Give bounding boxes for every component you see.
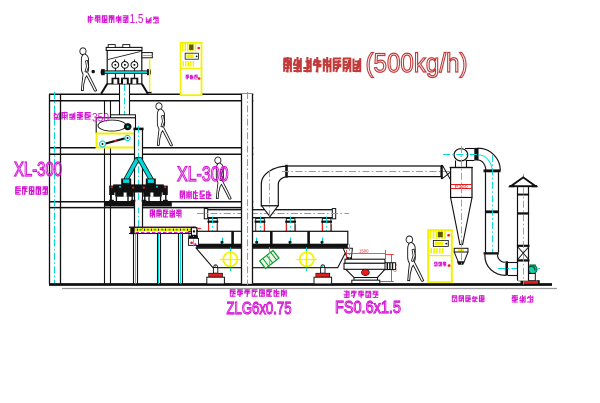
svg-text:XL-300: XL-300	[14, 159, 62, 181]
svg-text:(500kg/h): (500kg/h)	[366, 48, 468, 78]
svg-text:FS0.6x1.5: FS0.6x1.5	[335, 297, 401, 317]
svg-text:1500: 1500	[359, 249, 369, 254]
svg-text:1.5: 1.5	[130, 12, 144, 26]
svg-text:ZLG6x0.75: ZLG6x0.75	[227, 298, 292, 318]
svg-text:XL-300: XL-300	[177, 163, 229, 186]
svg-text:350: 350	[92, 112, 109, 124]
